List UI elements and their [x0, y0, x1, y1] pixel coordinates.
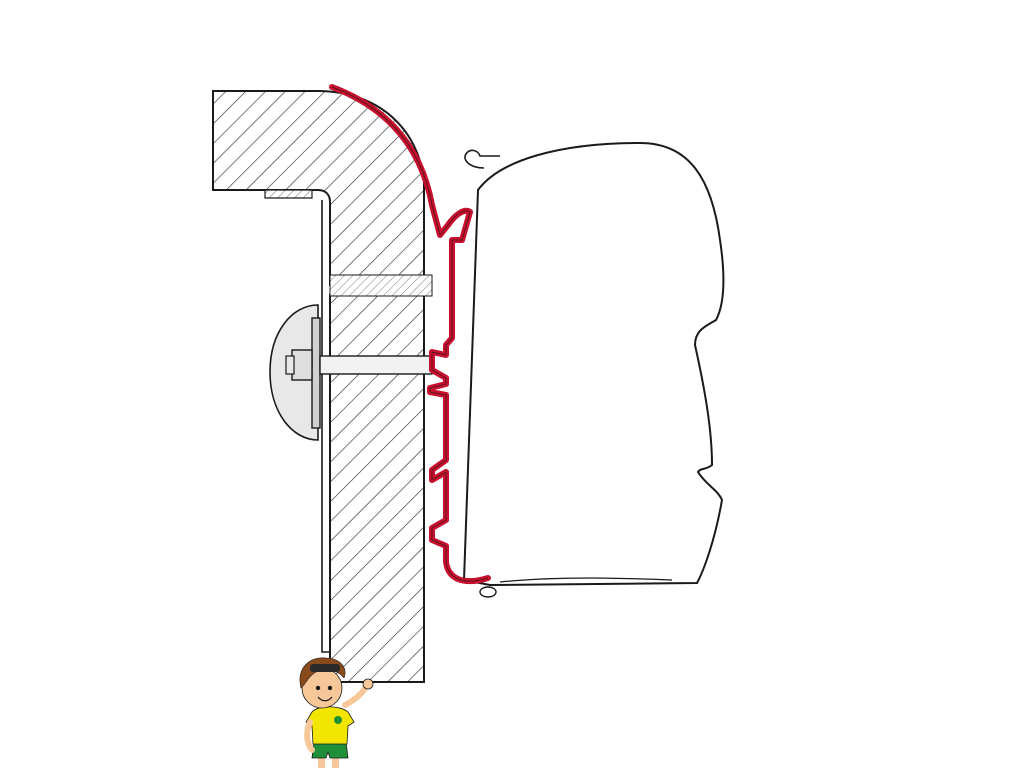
wall-section: [212, 90, 433, 683]
side-wall-panel: [329, 294, 425, 683]
bolt-tip: [285, 355, 295, 375]
roof-wall-profile: [212, 90, 425, 286]
mascot-shirt: [305, 706, 355, 745]
awning-lower-curve: [499, 577, 673, 583]
wall-gap-band: [329, 274, 433, 297]
mascot-smile: [317, 696, 333, 702]
mascot-leg-right: [332, 755, 339, 768]
wall-inner-edge: [321, 200, 330, 653]
adapter-rail: [329, 84, 491, 585]
awning-profile: [462, 141, 725, 587]
bolt-shaft: [319, 355, 433, 375]
mascot-eye-right: [327, 685, 333, 691]
awning-hook: [464, 149, 500, 169]
rail-outline: [331, 86, 489, 582]
mascot-sunglasses: [310, 664, 340, 672]
mascot-arm-left: [304, 719, 315, 753]
mascot-eye-left: [315, 685, 321, 691]
mascot-shirt-badge: [334, 716, 342, 724]
mascot-leg-left: [318, 755, 325, 768]
mounting-bracket: [269, 304, 433, 441]
awning-cassette: [462, 141, 725, 598]
bracket-washer: [311, 317, 321, 429]
awning-end-cap: [479, 586, 497, 598]
mascot: [299, 657, 374, 768]
mascot-hand: [362, 678, 374, 690]
wall-lip: [264, 189, 313, 199]
bolt-nut: [291, 349, 313, 381]
mascot-shorts: [311, 741, 349, 759]
